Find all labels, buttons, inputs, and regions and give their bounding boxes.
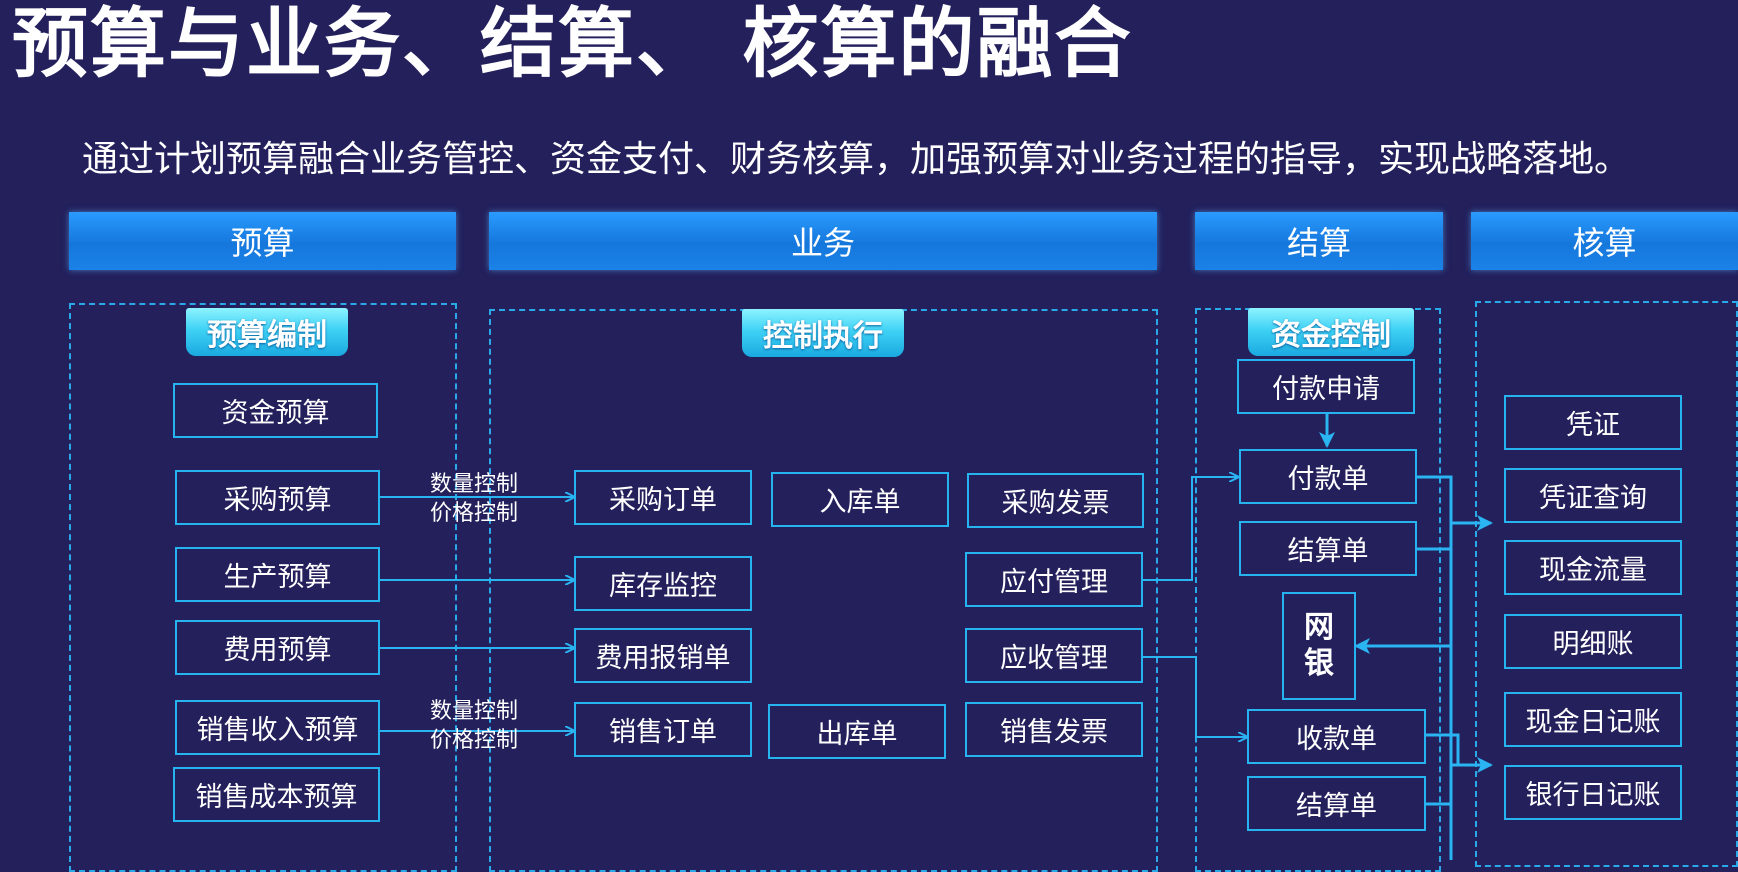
accounting-detail-ledger[interactable]: 明细账 [1504,614,1682,669]
settlement-settlement-note-2[interactable]: 结算单 [1247,776,1426,831]
zone-accounting [1475,301,1738,867]
arrow-payable-to-payment [1142,477,1238,581]
business-inbound-note[interactable]: 入库单 [771,472,949,527]
control-label-bottom: 数量控制 价格控制 [430,697,518,755]
settlement-online-bank[interactable]: 网银 [1282,592,1356,700]
business-sales-invoice[interactable]: 销售发票 [965,702,1143,757]
accounting-voucher[interactable]: 凭证 [1504,395,1682,450]
business-sales-order[interactable]: 销售订单 [574,702,752,757]
business-expense-claim[interactable]: 费用报销单 [574,628,752,683]
tag-fund-control: 资金控制 [1248,308,1414,356]
control-label-top-price: 价格控制 [430,501,519,526]
business-payable-mgmt[interactable]: 应付管理 [965,552,1143,607]
online-bank-label: 网银 [1304,610,1334,681]
control-label-bottom-price: 价格控制 [430,728,519,753]
settlement-receipt-note[interactable]: 收款单 [1247,709,1426,764]
budget-item-sales-cost[interactable]: 销售成本预算 [173,767,380,822]
accounting-cash-journal[interactable]: 现金日记账 [1504,692,1682,747]
budget-item-purchase[interactable]: 采购预算 [175,470,380,525]
business-inventory-monitor[interactable]: 库存监控 [574,556,752,611]
business-receivable-mgmt[interactable]: 应收管理 [965,628,1143,683]
arrow-receivable-to-receipt [1142,656,1247,737]
header-budget: 预算 [69,212,456,270]
arrow-to-voucher-lower [1426,733,1493,773]
tag-control-execution: 控制执行 [742,309,904,357]
accounting-voucher-query[interactable]: 凭证查询 [1504,468,1682,523]
business-purchase-invoice[interactable]: 采购发票 [967,473,1144,528]
business-purchase-order[interactable]: 采购订单 [574,470,752,525]
header-accounting: 核算 [1471,212,1738,270]
control-label-bottom-quantity: 数量控制 [430,699,519,724]
business-outbound-note[interactable]: 出库单 [768,704,946,759]
budget-item-sales-revenue[interactable]: 销售收入预算 [175,700,380,755]
settlement-payment-request[interactable]: 付款申请 [1237,359,1415,414]
bus-payment-note [1417,475,1453,860]
accounting-bank-journal[interactable]: 银行日记账 [1504,765,1682,820]
settlement-settlement-note-1[interactable]: 结算单 [1239,521,1417,576]
settlement-payment-note[interactable]: 付款单 [1239,449,1417,504]
header-business: 业务 [489,212,1157,270]
budget-item-fund[interactable]: 资金预算 [173,383,378,438]
header-settlement: 结算 [1195,212,1443,270]
zone-budget [69,303,457,872]
page-title: 预算与业务、结算、 核算的融合 [12,0,1133,88]
control-label-top-quantity: 数量控制 [430,472,519,497]
budget-item-production[interactable]: 生产预算 [175,547,380,602]
tag-budget-preparation: 预算编制 [186,308,348,356]
budget-item-expense[interactable]: 费用预算 [175,620,380,675]
page-subtitle: 通过计划预算融合业务管控、资金支付、财务核算，加强预算对业务过程的指导，实现战略… [82,139,1631,180]
control-label-top: 数量控制 价格控制 [430,470,518,528]
accounting-cash-flow[interactable]: 现金流量 [1504,540,1682,595]
